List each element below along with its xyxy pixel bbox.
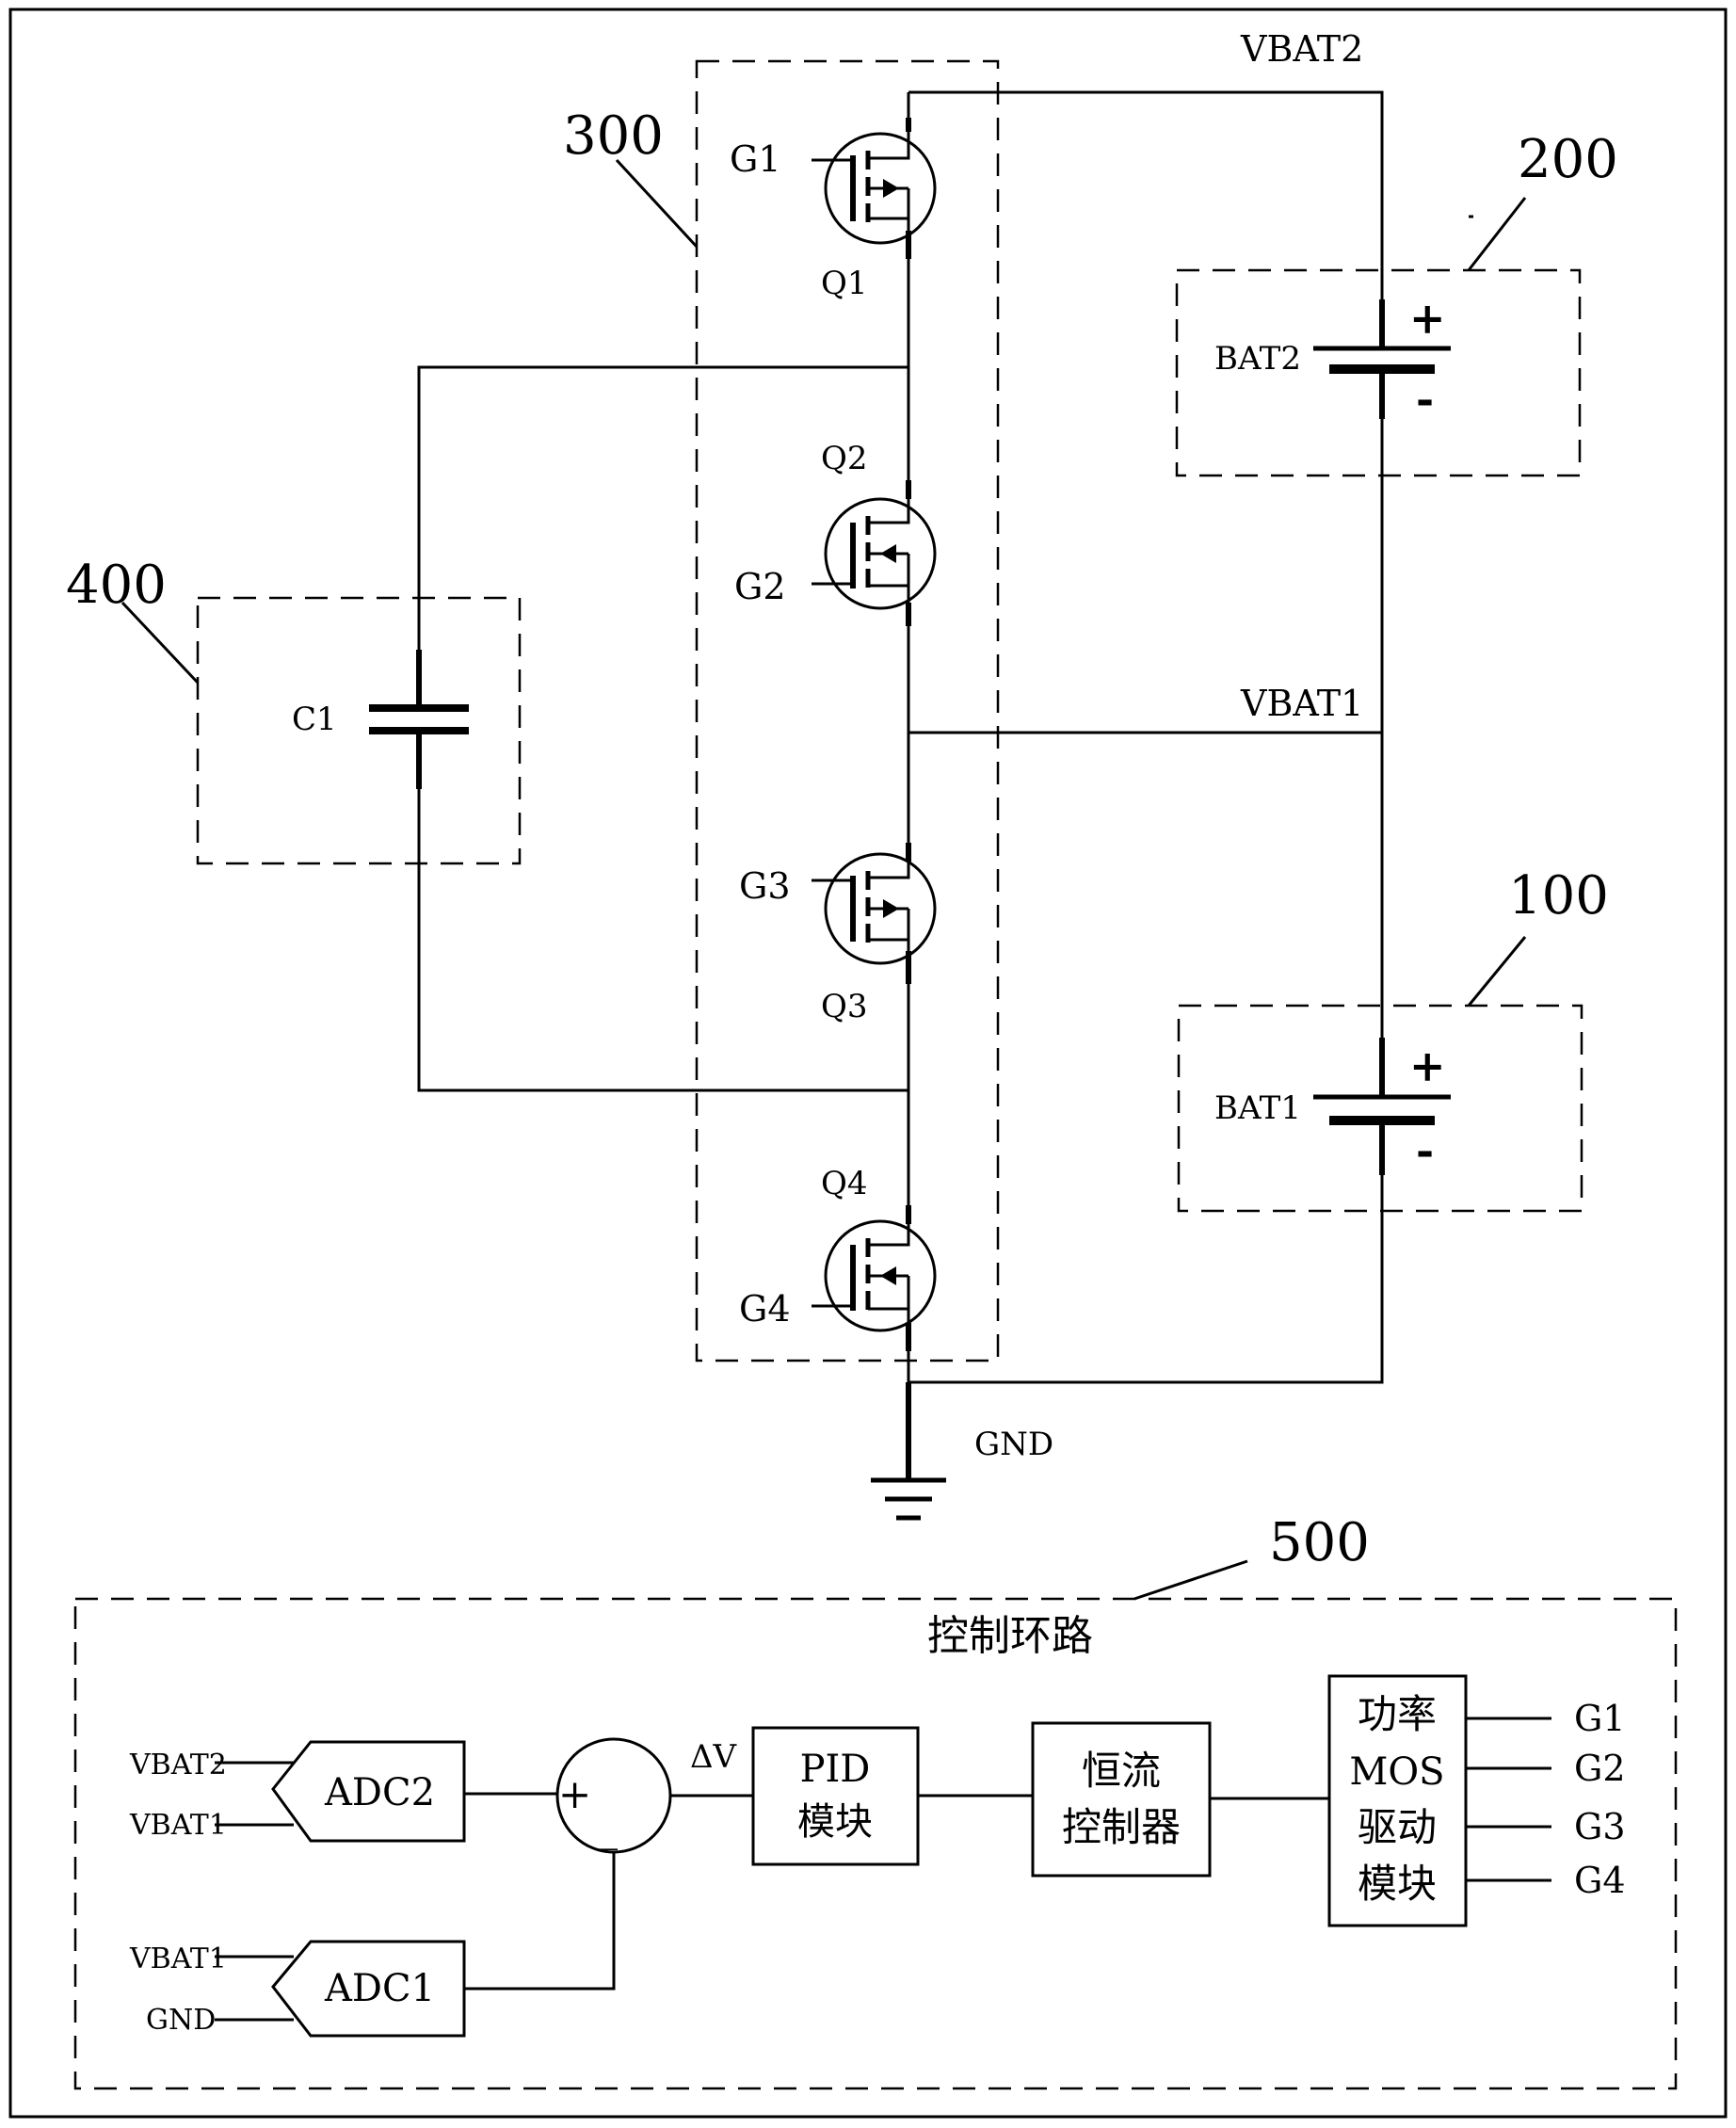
adc1-input-vbat1: VBAT1 [129, 1943, 227, 1975]
wire-gnd-rail [908, 1147, 1384, 1384]
mosfet-q3 [812, 843, 937, 984]
capacitor-module-box-400 [196, 596, 522, 865]
label-q3: Q3 [821, 988, 868, 1025]
control-loop-box-500 [73, 1597, 1678, 2090]
bat1-minus: - [1416, 1125, 1434, 1176]
adc2-input-vbat2: VBAT2 [129, 1749, 227, 1781]
label-q2: Q2 [821, 440, 868, 477]
ground-symbol [871, 1382, 946, 1521]
capacitor-c1 [369, 650, 469, 789]
wire-adc1-sum [464, 1852, 616, 1991]
bat1-plus: + [1409, 1040, 1446, 1091]
label-c1: C1 [292, 701, 337, 738]
bat2-plus: + [1409, 293, 1446, 344]
cc-line2: 控制器 [1062, 1804, 1181, 1850]
label-g1: G1 [730, 138, 781, 180]
pid-line2: 模块 [797, 1800, 873, 1844]
mosfet-q2 [812, 480, 937, 626]
leader-500 [1133, 1559, 1248, 1601]
adc2-block [215, 1740, 466, 1843]
mosfet-q1 [812, 118, 937, 259]
adc2-input-vbat1: VBAT1 [129, 1809, 227, 1842]
pid-block [751, 1726, 920, 1866]
adc1-input-gnd: GND [146, 2004, 216, 2037]
wire-vbat2-rail [908, 90, 1384, 325]
label-q4: Q4 [821, 1165, 868, 1202]
drv-line3: 驱动 [1358, 1804, 1437, 1850]
out-g4: G4 [1574, 1860, 1626, 1901]
leader-300 [615, 158, 699, 249]
label-g3: G3 [739, 865, 791, 907]
label-g2: G2 [734, 566, 786, 607]
ref-100: 100 [1508, 865, 1609, 927]
bat2-minus: - [1416, 374, 1434, 425]
battery-bat2 [1313, 299, 1451, 419]
out-g3: G3 [1574, 1806, 1626, 1847]
delta-v-label: ΔV [690, 1738, 738, 1776]
cc-line1: 恒流 [1082, 1748, 1161, 1794]
label-g4: G4 [739, 1288, 791, 1330]
sum-plus: + [558, 1771, 591, 1817]
label-q1: Q1 [821, 265, 868, 302]
wire-cap-bottom [417, 786, 908, 1092]
label-bat1: BAT1 [1214, 1089, 1301, 1127]
leader-200 [1467, 197, 1527, 271]
out-g1: G1 [1574, 1698, 1626, 1739]
leader-400 [121, 601, 200, 685]
cc-controller-block [1031, 1721, 1212, 1878]
mos-driver-block [1327, 1674, 1468, 1927]
drv-line2: MOS [1349, 1750, 1444, 1794]
label-bat2: BAT2 [1214, 340, 1301, 378]
drv-line4: 模块 [1358, 1861, 1437, 1907]
ref-200: 200 [1518, 129, 1618, 190]
sum-minus: _ [598, 1804, 618, 1850]
out-g2: G2 [1574, 1748, 1626, 1789]
outer-frame [8, 8, 1728, 2119]
leader-100 [1467, 936, 1527, 1007]
ref-500: 500 [1269, 1512, 1370, 1573]
pid-line1: PID [800, 1748, 871, 1791]
ref-400: 400 [66, 555, 167, 616]
label-gnd: GND [974, 1426, 1053, 1463]
ref-300: 300 [563, 105, 664, 167]
drv-line1: 功率 [1358, 1691, 1437, 1737]
mosfet-q4 [812, 1205, 937, 1351]
battery-module-box-100 [1177, 1004, 1583, 1213]
label-vbat1: VBAT1 [1240, 683, 1363, 724]
wire-cap-top [417, 365, 908, 654]
adc1-label: ADC1 [324, 1967, 435, 2010]
battery-bat1 [1313, 1038, 1451, 1175]
adc2-label: ADC2 [324, 1771, 435, 1814]
switch-module-box-300 [695, 59, 1000, 1362]
battery-module-box-200 [1175, 268, 1582, 477]
control-loop-title: 控制环路 [927, 1612, 1093, 1660]
label-vbat2: VBAT2 [1240, 28, 1363, 70]
